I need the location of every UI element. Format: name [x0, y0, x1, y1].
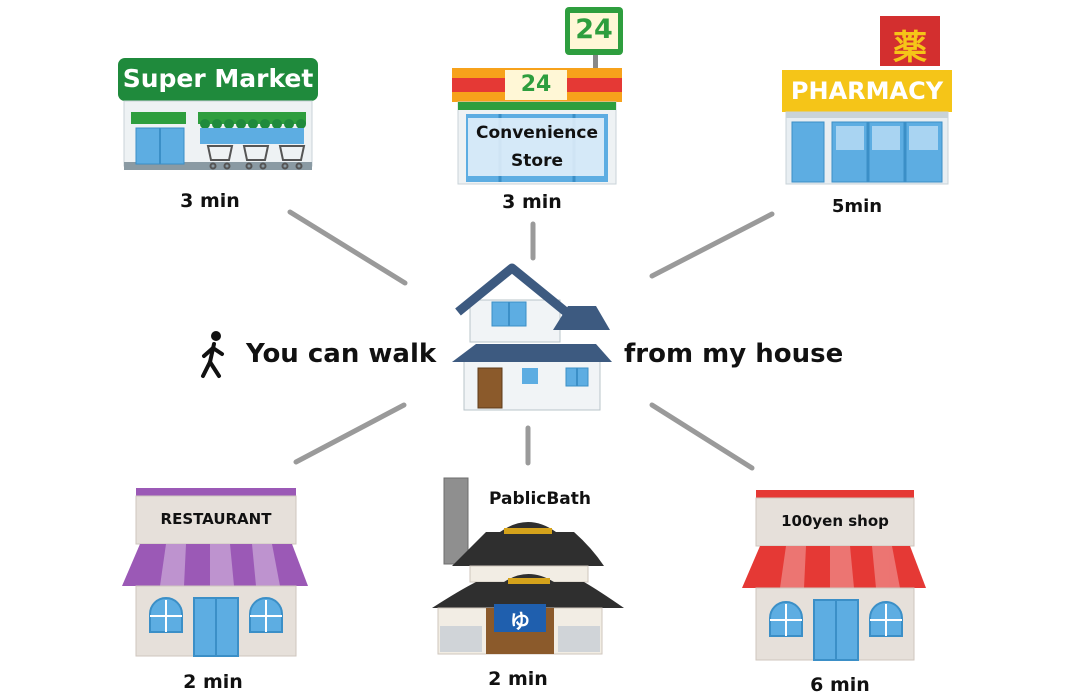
pharmacy-kanji: 薬 — [893, 28, 927, 68]
center-left-text: You can walk — [246, 339, 437, 369]
connector-lines — [287, 209, 775, 471]
convenience-name-line2: Store — [511, 151, 563, 171]
center-right-text: from my house — [624, 339, 844, 369]
connector-yen-shop — [649, 402, 755, 471]
pharmacy-building — [782, 16, 952, 185]
yen-shop-time: 6 min — [810, 674, 870, 696]
bath-noren-text: ゆ — [510, 609, 530, 633]
shopping-cart-icon — [206, 145, 306, 170]
pharmacy-sign: PHARMACY — [790, 77, 944, 105]
convenience-store-building — [452, 7, 623, 185]
pharmacy-time: 5min — [831, 196, 883, 217]
supermarket-sign: Super Market — [122, 64, 314, 93]
connector-pharmacy — [649, 211, 775, 279]
bath-sign: PablicBath — [488, 489, 592, 509]
convenience-pole-sign-number: 24 — [575, 14, 613, 45]
yen-shop-building — [742, 490, 926, 661]
public-bath-building — [432, 477, 624, 655]
bath-time: 2 min — [488, 668, 548, 690]
convenience-time: 3 min — [502, 191, 562, 213]
connector-supermarket — [287, 209, 408, 286]
convenience-name-line1: Convenience — [475, 123, 599, 143]
supermarket-building — [118, 58, 318, 170]
yen-shop-sign: 100yen shop — [781, 512, 889, 530]
walking-person-icon — [201, 331, 224, 378]
restaurant-sign: RESTAURANT — [160, 510, 272, 528]
convenience-sign-number: 24 — [520, 72, 552, 97]
restaurant-building — [122, 488, 308, 657]
supermarket-time: 3 min — [180, 190, 240, 212]
connector-restaurant — [293, 402, 407, 465]
restaurant-time: 2 min — [183, 671, 243, 693]
house-building — [452, 263, 612, 411]
